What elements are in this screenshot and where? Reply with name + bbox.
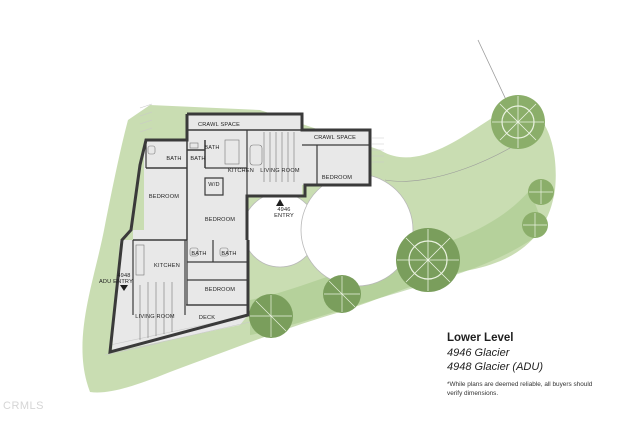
entry-main-number: 4946 (277, 207, 290, 213)
room-label-wd: W/D (208, 182, 219, 188)
room-label-bath-center: BATH (190, 156, 205, 162)
plan-legend: Lower Level 4946 Glacier 4948 Glacier (A… (447, 331, 637, 398)
entry-adu-number: 4948 (117, 273, 130, 279)
fixtures (135, 132, 295, 340)
room-label-kitchen-main: KITCHEN (228, 168, 254, 174)
room-label-kitchen-adu: KITCHEN (154, 263, 180, 269)
address-main: 4946 Glacier (447, 347, 510, 359)
tree-5 (323, 275, 361, 313)
room-label-living-room-adu: LIVING ROOM (135, 314, 175, 320)
tree-6 (249, 294, 293, 338)
room-label-bath-left: BATH (166, 156, 181, 162)
room-label-bath-lower-2: BATH (221, 251, 236, 257)
tree-1 (491, 95, 545, 149)
disclaimer-line-1: *While plans are deemed reliable, all bu… (447, 381, 593, 388)
room-label-bedroom-right: BEDROOM (322, 175, 352, 181)
floor-fill (112, 115, 370, 352)
room-label-bath-lower-1: BATH (191, 251, 206, 257)
room-label-crawl-space-1: CRAWL SPACE (198, 122, 240, 128)
property-line (477, 39, 509, 105)
tree-3 (522, 212, 548, 238)
disclaimer: *While plans are deemed reliable, all bu… (447, 381, 637, 398)
room-label-crawl-space-2: CRAWL SPACE (314, 135, 356, 141)
entry-main-label: ENTRY (274, 213, 294, 219)
room-label-bath-upper: BATH (204, 145, 219, 151)
patio-circle-right (300, 173, 414, 287)
main-entry-arrow-icon (276, 199, 284, 206)
walls (108, 112, 372, 355)
room-label-bedroom-center: BEDROOM (205, 217, 235, 223)
tree-4 (396, 228, 460, 292)
room-label-bedroom-lower: BEDROOM (205, 287, 235, 293)
room-label-bedroom-left: BEDROOM (149, 194, 179, 200)
level-title: Lower Level (447, 332, 514, 344)
adu-entry-arrow-icon (120, 285, 128, 291)
room-label-living-room-main: LIVING ROOM (260, 168, 300, 174)
entry-adu-label: ADU ENTRY (99, 279, 133, 285)
address-adu: 4948 Glacier (ADU) (447, 361, 543, 373)
tree-2 (528, 179, 554, 205)
room-label-deck: DECK (199, 315, 215, 321)
watermark: CRMLS (3, 400, 45, 412)
disclaimer-line-2: verify dimensions. (447, 389, 499, 397)
